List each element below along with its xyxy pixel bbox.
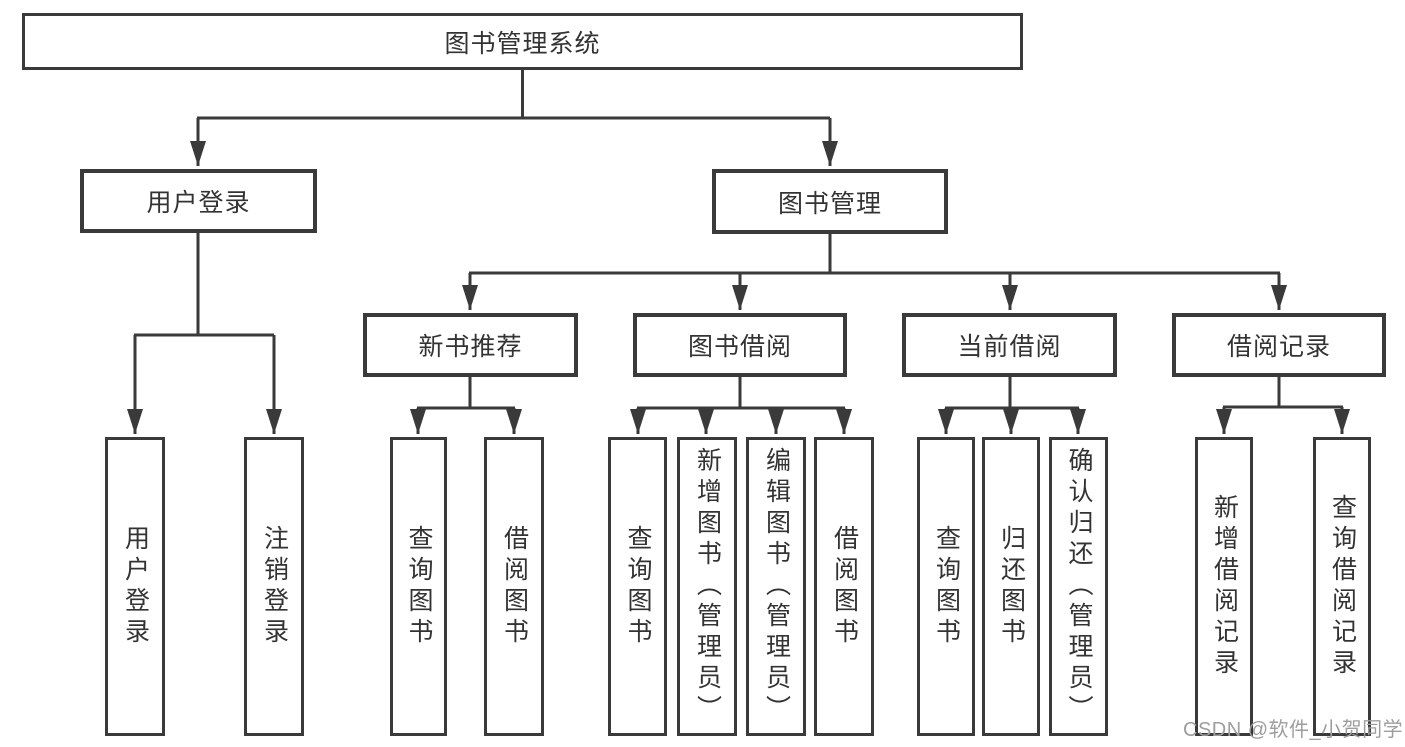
leaf-query-books-borrowing: 查询图书 bbox=[608, 437, 667, 736]
leaf-borrow-books-recommend: 借阅图书 bbox=[484, 437, 544, 736]
edge-current-borrowing-to-leaves bbox=[938, 377, 1086, 434]
leaf-return-books: 归还图书 bbox=[982, 437, 1040, 736]
leaf-borrow-books: 借阅图书 bbox=[814, 437, 874, 736]
leaf-add-book-admin: 新增图书（管理员） bbox=[677, 437, 737, 736]
leaf-confirm-return-admin: 确认归还（管理员） bbox=[1049, 437, 1108, 736]
leaf-logout: 注销登录 bbox=[244, 437, 304, 736]
csdn-watermark: CSDN @软件_小贺同学 bbox=[1183, 719, 1404, 741]
leaf-query-borrow-record: 查询借阅记录 bbox=[1313, 437, 1371, 736]
node-book-management: 图书管理 bbox=[712, 169, 948, 234]
leaf-add-borrow-record: 新增借阅记录 bbox=[1195, 437, 1253, 736]
edge-borrowing-records-to-leaves bbox=[1216, 377, 1350, 434]
node-current-borrowing: 当前借阅 bbox=[902, 313, 1117, 377]
edge-new-book-recommend-to-leaves bbox=[410, 377, 522, 434]
leaf-query-books-current: 查询图书 bbox=[917, 437, 975, 736]
edge-user-login-to-leaves bbox=[127, 233, 282, 434]
node-new-book-recommend: 新书推荐 bbox=[363, 313, 578, 377]
leaf-query-books-recommend: 查询图书 bbox=[390, 437, 447, 736]
edge-book-management-to-level3 bbox=[462, 234, 1287, 310]
edge-book-borrowing-to-leaves bbox=[630, 377, 852, 434]
node-root-library-system: 图书管理系统 bbox=[22, 13, 1023, 70]
node-user-login: 用户登录 bbox=[80, 169, 317, 233]
edge-root-to-level2 bbox=[190, 70, 838, 166]
leaf-edit-book-admin: 编辑图书（管理员） bbox=[746, 437, 806, 736]
node-borrowing-records: 借阅记录 bbox=[1172, 313, 1386, 377]
leaf-user-login: 用户登录 bbox=[105, 437, 165, 736]
node-book-borrowing: 图书借阅 bbox=[633, 313, 847, 377]
